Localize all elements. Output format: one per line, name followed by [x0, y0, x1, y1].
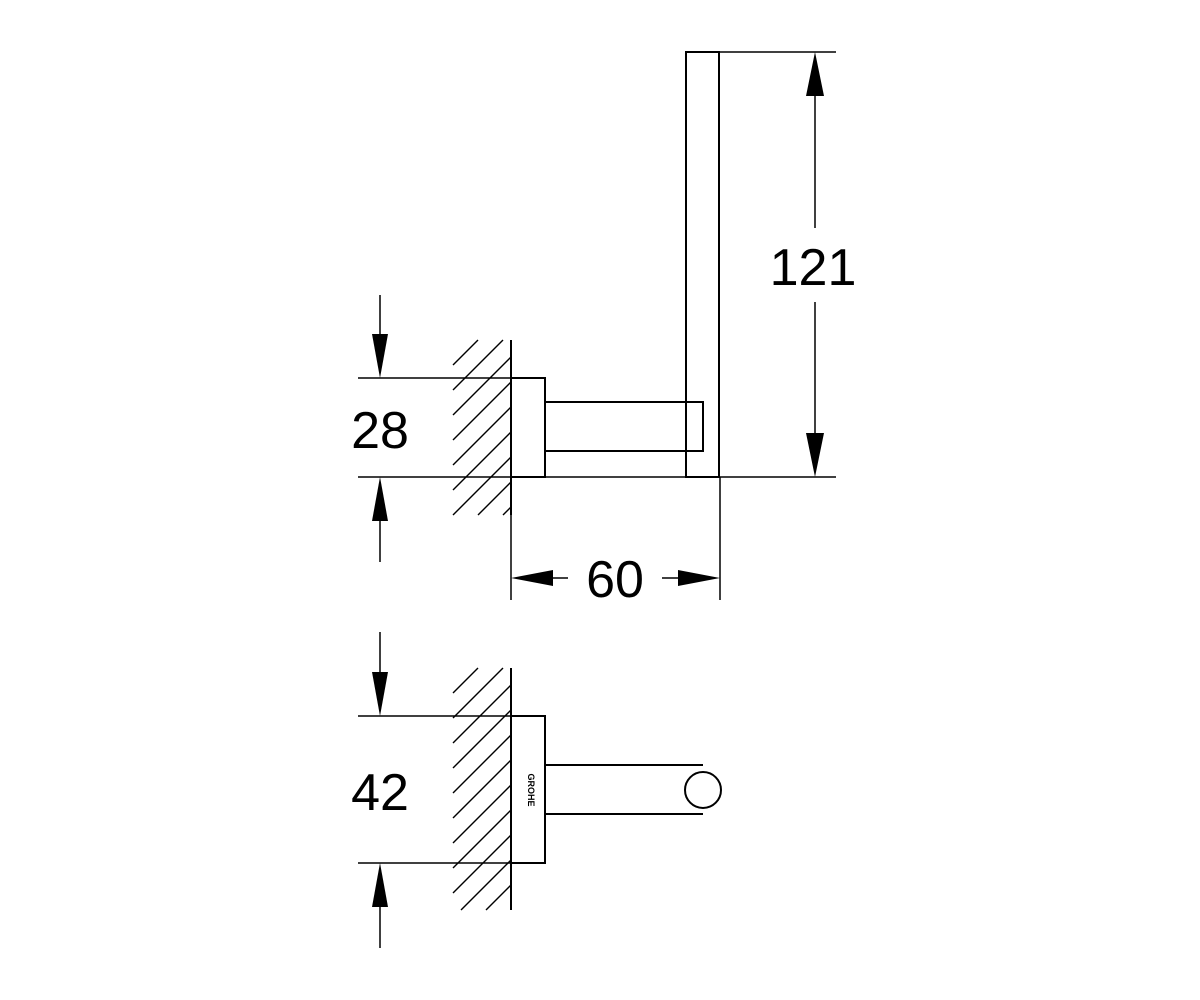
dimension-60: 60	[511, 551, 720, 609]
brand-logo: GROHE	[526, 773, 536, 806]
dimension-28: 28	[351, 295, 409, 562]
wall-plate-side	[510, 377, 546, 478]
wall-plate-top	[510, 715, 546, 864]
dimension-label-121: 121	[770, 239, 857, 297]
dimension-121: 121	[770, 52, 857, 477]
dimension-label-28: 28	[351, 402, 409, 460]
horizontal-arm	[544, 401, 704, 452]
arrow-down-icon	[372, 334, 388, 378]
arrow-left-icon	[511, 570, 553, 586]
arrow-right-icon	[678, 570, 720, 586]
top-view: GROHE 42	[351, 632, 722, 948]
arrow-up-icon	[806, 52, 824, 96]
dimension-label-42: 42	[351, 764, 409, 822]
holder-rod-end	[684, 771, 722, 809]
arrow-up-icon	[372, 477, 388, 521]
dimension-42: 42	[351, 632, 409, 948]
side-view: 121 28 60	[351, 51, 857, 609]
arrow-up-icon	[372, 863, 388, 907]
arrow-down-icon	[806, 433, 824, 477]
dimension-label-60: 60	[586, 551, 644, 609]
wall-hatching-top	[452, 667, 512, 911]
wall-hatching-side	[452, 339, 512, 516]
arrow-down-icon	[372, 672, 388, 716]
